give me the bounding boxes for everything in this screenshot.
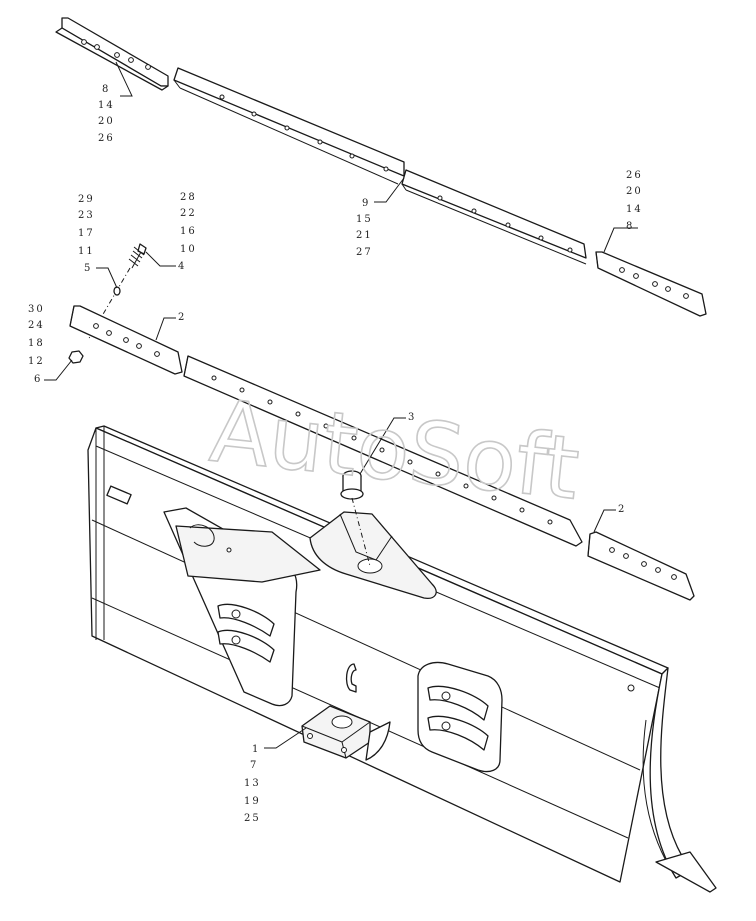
svg-text:15: 15 xyxy=(356,214,373,225)
svg-text:28: 28 xyxy=(180,192,197,203)
svg-text:1: 1 xyxy=(252,744,260,755)
svg-text:14: 14 xyxy=(626,204,643,215)
svg-text:21: 21 xyxy=(356,230,373,241)
svg-text:8: 8 xyxy=(626,221,634,232)
center-pivot-mount xyxy=(309,511,437,599)
leader-g2 xyxy=(374,177,405,203)
svg-text:30: 30 xyxy=(28,304,45,315)
nut xyxy=(68,350,84,364)
upper-cutting-edge-right xyxy=(401,169,587,265)
plow-bolt xyxy=(87,243,147,341)
callout-g1: 8 14 20 26 xyxy=(98,84,115,144)
svg-text:27: 27 xyxy=(356,247,373,258)
upper-end-bit-left xyxy=(55,17,169,91)
lower-cutting-edge xyxy=(183,355,583,547)
svg-text:14: 14 xyxy=(98,100,115,111)
svg-text:20: 20 xyxy=(98,116,115,127)
svg-text:9: 9 xyxy=(362,198,370,209)
leader-g5 xyxy=(145,251,176,267)
callout-g4: 29 23 17 11 5 xyxy=(78,194,95,274)
upper-end-bit-right xyxy=(595,251,707,317)
leader-g7 xyxy=(44,359,73,381)
svg-text:16: 16 xyxy=(180,226,197,237)
callout-g9: 2 xyxy=(618,504,626,515)
callout-g10: 1 7 13 19 25 xyxy=(244,744,261,824)
svg-text:20: 20 xyxy=(626,186,643,197)
tilt-cylinder-mount xyxy=(301,705,391,761)
svg-text:23: 23 xyxy=(78,210,95,221)
callout-g2: 9 15 21 27 xyxy=(356,198,373,258)
callout-g5: 28 22 16 10 4 xyxy=(178,192,197,272)
svg-text:7: 7 xyxy=(250,760,258,771)
svg-text:19: 19 xyxy=(244,796,261,807)
lock-washer xyxy=(113,286,121,296)
svg-text:25: 25 xyxy=(244,813,261,824)
pivot-pin xyxy=(340,470,371,567)
svg-text:18: 18 xyxy=(28,338,45,349)
svg-text:13: 13 xyxy=(244,778,261,789)
leader-g3 xyxy=(603,227,638,253)
callout-g8: 3 xyxy=(408,412,416,423)
lift-hook xyxy=(345,663,357,693)
leader-g1 xyxy=(115,61,133,97)
right-push-bracket xyxy=(417,661,503,773)
callout-g6: 2 xyxy=(178,312,186,323)
leader-g8 xyxy=(359,417,406,475)
callout-g7: 30 24 18 12 6 xyxy=(28,304,45,385)
svg-text:22: 22 xyxy=(180,208,197,219)
svg-text:26: 26 xyxy=(626,170,643,181)
svg-text:4: 4 xyxy=(178,261,186,272)
leader-g10 xyxy=(264,727,307,749)
svg-text:24: 24 xyxy=(28,320,45,331)
svg-text:5: 5 xyxy=(84,263,92,274)
svg-text:8: 8 xyxy=(102,84,110,95)
left-push-bracket xyxy=(163,507,321,707)
svg-text:6: 6 xyxy=(34,374,42,385)
leader-g4 xyxy=(96,267,118,289)
upper-cutting-edge-left xyxy=(173,67,405,185)
leader-g6 xyxy=(155,317,176,341)
leader-g9 xyxy=(593,509,616,533)
lower-end-bit-left xyxy=(69,305,183,375)
svg-text:29: 29 xyxy=(78,194,95,205)
callout-g3: 26 20 14 8 xyxy=(626,170,643,232)
lower-end-bit-right xyxy=(587,531,695,601)
svg-text:10: 10 xyxy=(180,244,197,255)
svg-text:12: 12 xyxy=(28,356,45,367)
svg-text:11: 11 xyxy=(78,246,95,257)
svg-text:26: 26 xyxy=(98,133,115,144)
svg-text:17: 17 xyxy=(78,228,95,239)
